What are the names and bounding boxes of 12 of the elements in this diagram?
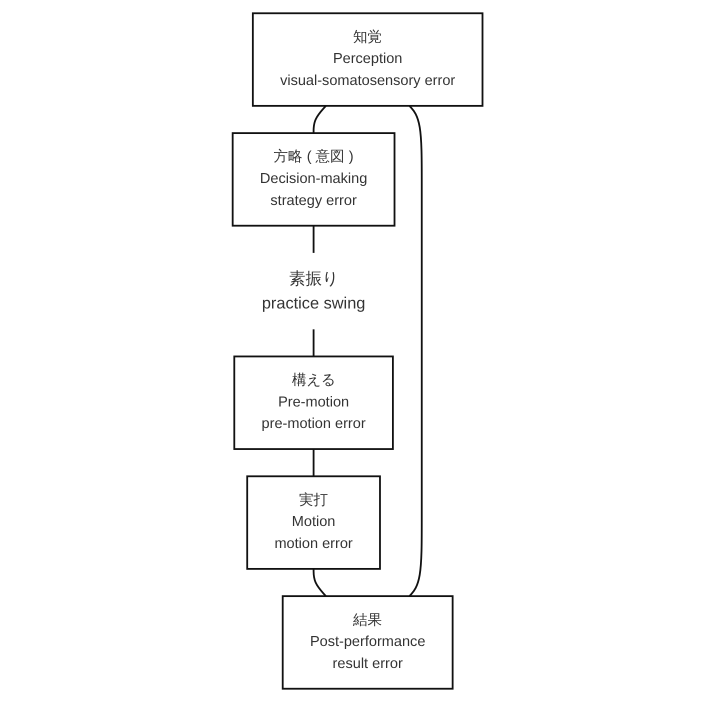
node-text: 素振り practice swing xyxy=(262,268,366,312)
node-box: 結果 Post-performance result error xyxy=(282,594,454,690)
node-box: 知覚 Perception visual-somatosensory error xyxy=(252,12,484,106)
node-box: 実打 Motion motion error xyxy=(246,474,381,570)
connector xyxy=(408,104,423,596)
connector xyxy=(312,568,326,596)
connector xyxy=(312,225,314,252)
connector xyxy=(312,104,326,133)
node-box: 方略 ( 意図 ) Decision-making strategy error xyxy=(232,132,396,226)
node-box: 構える Pre-motion pre-motion error xyxy=(233,355,394,450)
connector xyxy=(312,328,314,356)
connector xyxy=(312,448,314,476)
